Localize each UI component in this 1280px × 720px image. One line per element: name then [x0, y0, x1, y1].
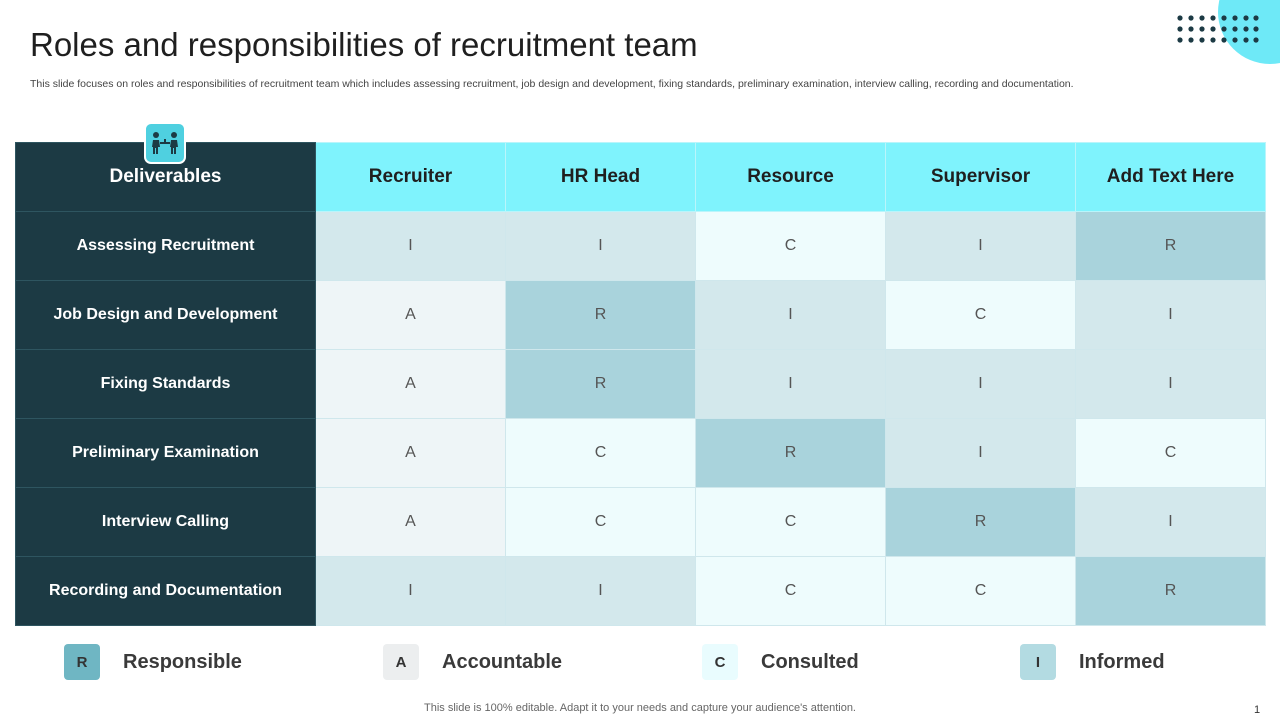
legend-accountable: A Accountable [383, 644, 562, 680]
legend-key-a: A [383, 644, 419, 680]
table-header-row: Deliverables Recruiter HR Head Resource … [15, 142, 1266, 212]
raci-cell: R [885, 487, 1076, 557]
raci-cell: I [1075, 280, 1266, 350]
raci-cell: I [505, 211, 696, 281]
column-header: Add Text Here [1075, 142, 1266, 212]
raci-cell: C [505, 487, 696, 557]
raci-cell: I [315, 211, 506, 281]
raci-cell: R [505, 349, 696, 419]
raci-cell: C [505, 418, 696, 488]
raci-cell: C [695, 211, 886, 281]
table-body: Assessing Recruitment I I C I R Job Desi… [15, 211, 1266, 626]
people-meeting-glyph [152, 132, 178, 154]
row-header: Job Design and Development [15, 280, 316, 350]
people-meeting-icon [144, 122, 186, 164]
raci-cell: R [1075, 556, 1266, 626]
raci-cell: I [1075, 349, 1266, 419]
raci-cell: R [1075, 211, 1266, 281]
raci-cell: C [1075, 418, 1266, 488]
legend-key-i: I [1020, 644, 1056, 680]
raci-cell: R [505, 280, 696, 350]
legend-label: Responsible [123, 650, 242, 673]
legend-label: Informed [1079, 650, 1165, 673]
raci-cell: C [695, 556, 886, 626]
raci-cell: C [885, 280, 1076, 350]
raci-cell: I [315, 556, 506, 626]
raci-cell: I [695, 349, 886, 419]
column-header: Resource [695, 142, 886, 212]
row-header: Fixing Standards [15, 349, 316, 419]
table-row: Recording and Documentation I I C C R [15, 556, 1266, 626]
page-number: 1 [1254, 704, 1261, 716]
column-header: Supervisor [885, 142, 1076, 212]
row-header: Recording and Documentation [15, 556, 316, 626]
raci-table-container: Deliverables Recruiter HR Head Resource … [15, 142, 1266, 626]
legend-key-c: C [702, 644, 738, 680]
legend-consulted: C Consulted [702, 644, 859, 680]
raci-cell: R [695, 418, 886, 488]
legend-label: Accountable [442, 650, 563, 673]
table-row: Preliminary Examination A C R I C [15, 418, 1266, 488]
raci-cell: I [885, 349, 1076, 419]
raci-cell: I [1075, 487, 1266, 557]
column-header: HR Head [505, 142, 696, 212]
slide-footer: This slide is 100% editable. Adapt it to… [424, 702, 856, 714]
legend-informed: I Informed [1020, 644, 1165, 680]
raci-cell: I [505, 556, 696, 626]
table-row: Assessing Recruitment I I C I R [15, 211, 1266, 281]
raci-cell: A [315, 349, 506, 419]
slide-title: Roles and responsibilities of recruitmen… [30, 26, 698, 63]
raci-cell: I [695, 280, 886, 350]
raci-cell: A [315, 418, 506, 488]
row-header: Interview Calling [15, 487, 316, 557]
raci-table: Deliverables Recruiter HR Head Resource … [15, 142, 1266, 626]
legend-key-r: R [64, 644, 100, 680]
table-row: Interview Calling A C C R I [15, 487, 1266, 557]
raci-cell: C [885, 556, 1076, 626]
raci-cell: A [315, 487, 506, 557]
raci-cell: I [885, 211, 1076, 281]
raci-cell: C [695, 487, 886, 557]
legend-responsible: R Responsible [64, 644, 242, 680]
raci-cell: I [885, 418, 1076, 488]
raci-cell: A [315, 280, 506, 350]
row-header: Preliminary Examination [15, 418, 316, 488]
dot-grid-icon [1177, 15, 1259, 43]
slide-subtitle: This slide focuses on roles and responsi… [30, 78, 1074, 90]
legend-label: Consulted [761, 650, 859, 673]
column-header: Recruiter [315, 142, 506, 212]
row-header: Assessing Recruitment [15, 211, 316, 281]
table-row: Job Design and Development A R I C I [15, 280, 1266, 350]
table-row: Fixing Standards A R I I I [15, 349, 1266, 419]
